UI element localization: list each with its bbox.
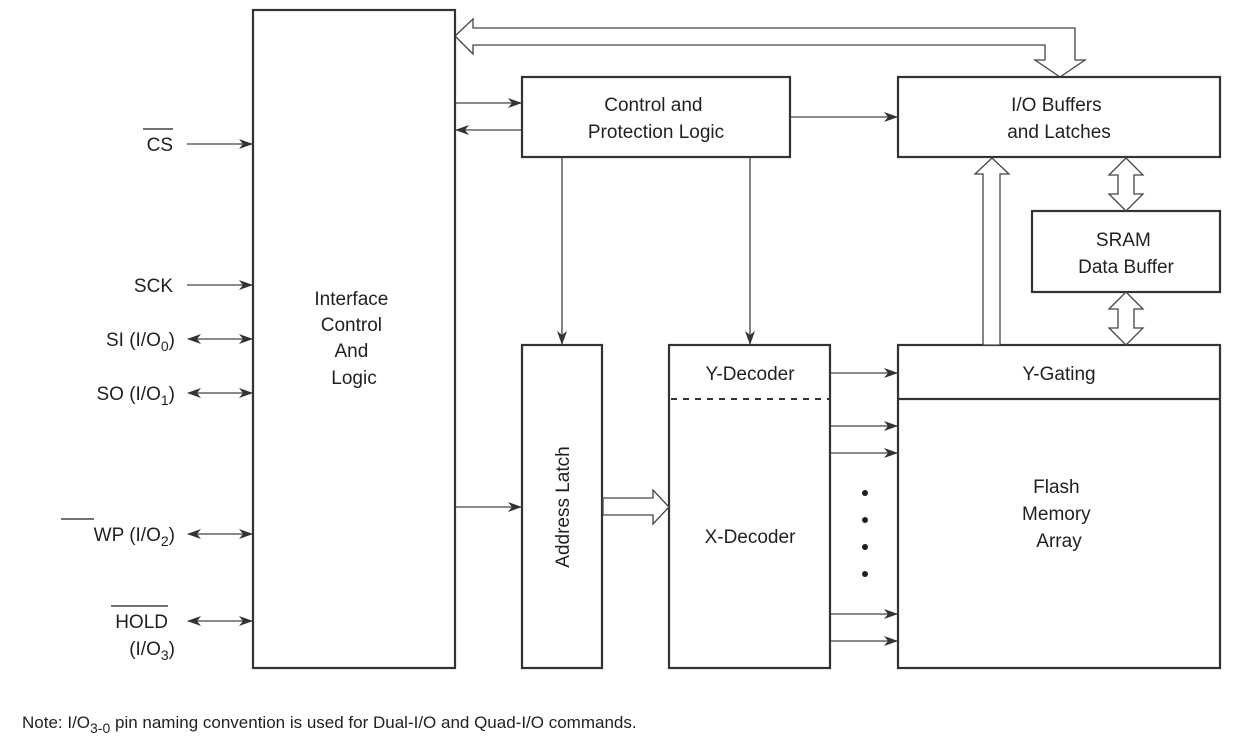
pin-sck-label: SCK xyxy=(134,276,173,297)
sram-label: SRAM Data Buffer xyxy=(1078,230,1174,278)
io-sram-bus xyxy=(1107,157,1145,212)
address-latch-block xyxy=(520,343,604,670)
ygating-to-io-bus xyxy=(973,157,1011,346)
sram-ygating-bus xyxy=(1107,291,1145,346)
pin-hold-io-label: (I/O3) xyxy=(129,639,175,663)
ellipsis-dots xyxy=(862,490,868,577)
pin-so-label: SO (I/O1) xyxy=(96,384,175,408)
sram-buffer-block xyxy=(1030,209,1222,294)
footnote: Note: I/O3-0 pin naming convention is us… xyxy=(22,713,637,736)
x-decoder-label: X-Decoder xyxy=(705,527,796,548)
pin-si-label: SI (I/O0) xyxy=(106,330,175,354)
interface-control-block xyxy=(251,8,457,670)
address-latch-label: Address Latch xyxy=(553,446,574,567)
decoder-block xyxy=(667,343,832,670)
control-label: Control and Protection Logic xyxy=(588,95,724,143)
io-buffers-block xyxy=(896,75,1222,159)
address-bus-arrow xyxy=(602,488,670,526)
pin-hold-label: HOLD xyxy=(115,612,168,633)
control-protection-block xyxy=(520,75,792,159)
io-buffers-label: I/O Buffers and Latches xyxy=(1007,95,1111,143)
top-data-bus xyxy=(454,17,1088,78)
y-gating-label: Y-Gating xyxy=(1022,364,1095,385)
flash-array-label: Flash Memory Array xyxy=(1022,477,1096,552)
interface-label: Interface Control And Logic xyxy=(314,289,393,389)
pin-wp-label: WP (I/O2) xyxy=(94,525,175,549)
y-decoder-label: Y-Decoder xyxy=(705,364,795,385)
pin-cs-label: CS xyxy=(147,135,173,156)
